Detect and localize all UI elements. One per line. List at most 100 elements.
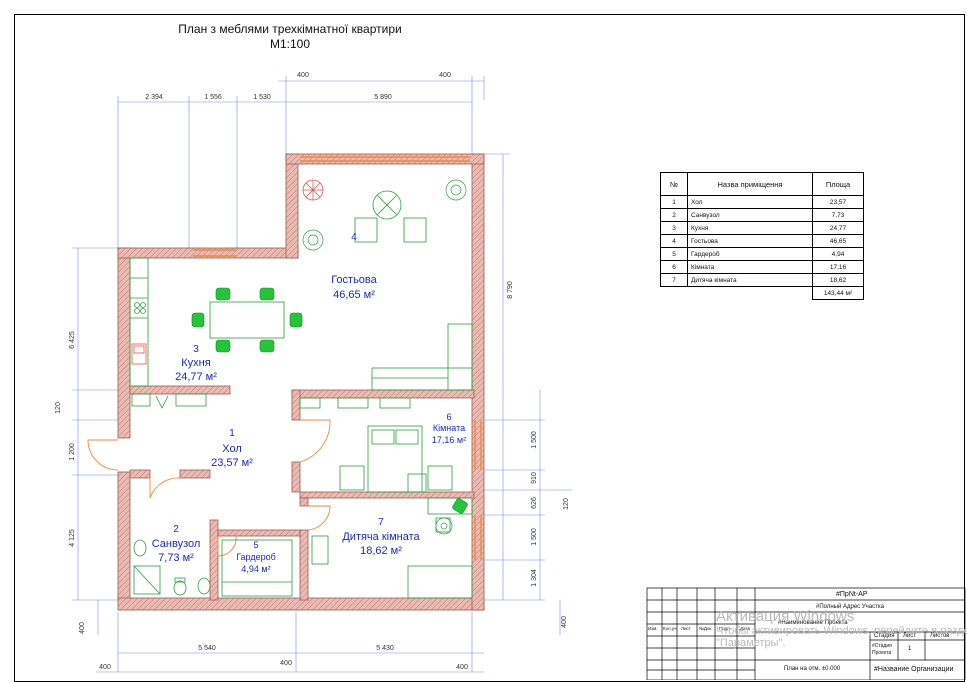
cell-num: 2 [660, 208, 688, 222]
table-header-row: № Назва приміщення Площа [660, 172, 864, 196]
title-line-1: План з меблями трехкімнатної квартири [178, 22, 402, 36]
dim-top-4: 5 890 [374, 94, 392, 101]
room-5-name: Гардероб [236, 552, 276, 562]
cell-area: 23,57 [812, 195, 864, 209]
room-1-number: 1 [229, 428, 235, 439]
title-block [646, 587, 966, 680]
dimension-lines [72, 76, 572, 673]
room-7-name: Дитяча кімната [342, 531, 420, 543]
red-plant-icon [302, 179, 324, 201]
table-row: 4 Гостьова 46,65 [660, 234, 864, 248]
cell-name: Кухня [687, 221, 813, 235]
dim-bottom-2: 5 430 [376, 645, 394, 652]
room-6-number: 6 [446, 412, 451, 422]
cell-area: 24,77 [812, 221, 864, 235]
dim-top-1: 2 394 [145, 94, 163, 101]
table-row: 5 Гардероб 4,94 [660, 247, 864, 261]
tb-org: #Название Организации [874, 666, 954, 673]
dim-right-total: 8 790 [507, 281, 514, 299]
cell-area: 7,73 [812, 208, 864, 222]
cell-area: 18,62 [812, 273, 864, 287]
room-3-area: 24,77 м² [175, 371, 217, 383]
dim-right-3: 626 [531, 497, 538, 509]
tb-col-3: №Док. [699, 626, 713, 631]
tb-col-4: Подп. [719, 626, 731, 631]
tb-col-2: Лист [681, 626, 691, 631]
header-num: № [660, 172, 688, 196]
cell-name: Санвузол [687, 208, 813, 222]
windows [193, 156, 482, 560]
room-5-number: 5 [253, 540, 258, 550]
tb-address: #Полный Адрес Участка [816, 604, 884, 610]
dim-right-outer: 400 [561, 616, 568, 628]
dim-right-small: 120 [563, 498, 570, 510]
cell-num: 6 [660, 260, 688, 274]
doors [87, 419, 331, 557]
room-2-area: 7,73 м² [158, 552, 194, 564]
dim-top-2: 1 556 [204, 94, 222, 101]
cell-name: Кімната [687, 260, 813, 274]
cell-area: 4,94 [812, 247, 864, 261]
room-4-area: 46,65 м² [333, 289, 375, 301]
dim-top-3: 1 530 [253, 94, 271, 101]
walls [117, 153, 485, 611]
room-5-area: 4,94 м² [241, 564, 270, 574]
dim-left-outer: 400 [79, 622, 86, 634]
room-4-number: 4 [351, 232, 357, 243]
room-6-name: Кімната [433, 423, 465, 433]
furniture [129, 190, 473, 599]
dim-right-1: 1 500 [531, 431, 538, 449]
tb-code: #ПрNt-АР [836, 591, 868, 598]
room-3-name: Кухня [181, 357, 210, 369]
dim-top-outer-left: 400 [297, 72, 309, 79]
dimension-labels: 400 400 2 394 1 556 1 530 5 890 5 540 5 … [55, 72, 570, 671]
dim-left-1: 6 425 [69, 331, 76, 349]
dim-top-outer-right: 400 [439, 72, 451, 79]
table-row: 3 Кухня 24,77 [660, 221, 864, 235]
tb-plan: План на отм. ±0.000 [784, 666, 841, 672]
cell-area: 17,16 [812, 260, 864, 274]
tb-stage-label: Стадия [874, 633, 895, 639]
room-2-name: Санвузол [152, 538, 201, 550]
table-total-row: 143,44 м² [661, 286, 864, 300]
table-row: 6 Кімната 17,16 [660, 260, 864, 274]
room-4-name: Гостьова [331, 274, 377, 286]
cell-num: 7 [660, 273, 688, 287]
cell-num: 4 [660, 234, 688, 248]
page-title: План з меблями трехкімнатної квартири М1… [150, 22, 430, 52]
cell-num: 5 [660, 247, 688, 261]
dim-left-2: 120 [55, 402, 62, 414]
dim-right-4: 1 500 [531, 528, 538, 546]
plants [302, 179, 467, 535]
room-7-area: 18,62 м² [360, 545, 402, 557]
tb-col-0: Изм. [648, 626, 658, 631]
chairs [191, 287, 468, 514]
room-labels: 4 Гостьова 46,65 м² 3 Кухня 24,77 м² 1 Х… [152, 232, 466, 574]
tb-stage-value: #Стадия Проекта [872, 643, 892, 656]
title-line-2: М1:100 [269, 37, 311, 51]
cell-name: Гостьова [687, 234, 813, 248]
header-area: Площа [812, 172, 864, 196]
room-6-area: 17,16 м² [432, 435, 466, 445]
dim-left-3: 1 200 [69, 443, 76, 461]
room-2-number: 2 [173, 524, 179, 535]
table-row: 7 Дитяча кімната 18,62 [660, 273, 864, 287]
cell-num: 1 [660, 195, 688, 209]
room-7-number: 7 [378, 517, 384, 528]
cell-total: 143,44 м² [812, 286, 864, 300]
room-1-area: 23,57 м² [211, 457, 253, 469]
cell-name: Хол [687, 195, 813, 209]
tb-sheet-value: 1 [908, 646, 912, 652]
room-1-name: Хол [222, 443, 242, 455]
cell-num: 3 [660, 221, 688, 235]
dim-bottom-outer-left: 400 [99, 664, 111, 671]
cell-name: Гардероб [687, 247, 813, 261]
tb-project: #Наименование Проекта [778, 620, 848, 626]
cell-area: 46,65 [812, 234, 864, 248]
room-schedule-table: № Назва приміщення Площа 1 Хол 23,57 2 С… [660, 172, 864, 300]
header-name: Назва приміщення [687, 172, 813, 196]
dim-right-5: 1 304 [531, 569, 538, 587]
dim-left-4: 4 125 [69, 529, 76, 547]
tb-sheets-label: Листов [930, 633, 950, 639]
